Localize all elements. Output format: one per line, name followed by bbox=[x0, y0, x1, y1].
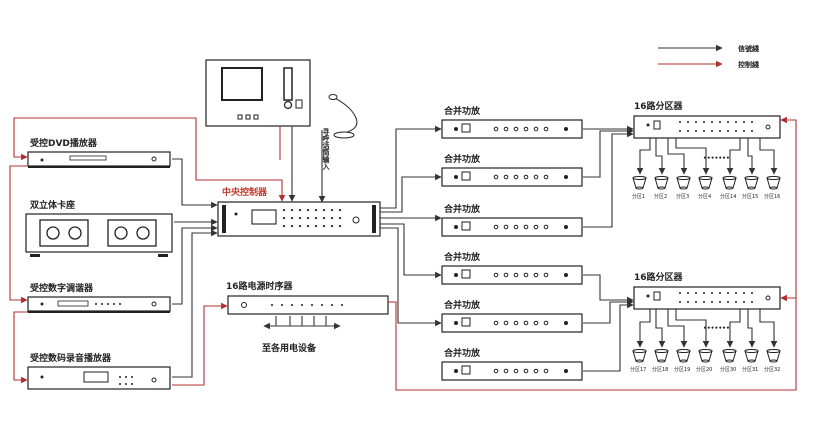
dvd-label: 受控DVD播放器 bbox=[30, 137, 98, 149]
amp-4: 合并功放 bbox=[441, 251, 583, 285]
amp-3-label: 合并功放 bbox=[444, 203, 481, 215]
controller-label: 中央控制器 bbox=[222, 186, 268, 198]
recorder-label: 受控数码录音播放器 bbox=[30, 352, 112, 364]
zone-label: 分区17 bbox=[630, 366, 646, 373]
speaker-icon bbox=[698, 349, 713, 363]
speaker-icon bbox=[676, 176, 691, 190]
amp-1: 合并功放 bbox=[441, 105, 583, 139]
ellipsis-top: ••••••• bbox=[703, 155, 730, 162]
sequencer-label: 16路电源时序器 bbox=[226, 280, 294, 292]
speakers-bottom: 分区17 分区18 分区19 分区20 分区30 分区31 分区32 •••••… bbox=[630, 325, 781, 373]
cassette-label: 双立体卡座 bbox=[30, 199, 75, 211]
sequencer-output-label: 至各用电设备 bbox=[262, 342, 317, 354]
amp-6: 合并功放 bbox=[441, 347, 583, 381]
speaker-icon bbox=[766, 349, 781, 363]
speaker-icon bbox=[744, 349, 759, 363]
zone-distributor-top: 16路分区器 bbox=[633, 100, 781, 139]
paging-microphone: 寻呼话筒输入 bbox=[318, 94, 358, 203]
zone-label: 分区4 bbox=[698, 193, 711, 200]
amp-2-label: 合并功放 bbox=[444, 153, 481, 165]
legend-control-label: 控制綫 bbox=[738, 60, 759, 69]
zone-dist-top-label: 16路分区器 bbox=[634, 100, 684, 112]
host-computer bbox=[205, 59, 311, 127]
amp-5: 合并功放 bbox=[441, 299, 583, 333]
legend: 信號綫 控制綫 bbox=[658, 44, 759, 69]
zone-dist-bottom-label: 16路分区器 bbox=[634, 271, 684, 283]
digital-recorder: 受控数码录音播放器 bbox=[27, 352, 171, 390]
zone-label: 分区2 bbox=[654, 193, 667, 200]
power-sequencer: 16路电源时序器 至各用电设备 bbox=[226, 280, 389, 354]
speaker-icon bbox=[676, 349, 691, 363]
tuner-label: 受控数字调谐器 bbox=[30, 282, 94, 294]
zone-label: 分区19 bbox=[674, 366, 690, 373]
speaker-icon bbox=[698, 176, 713, 190]
cassette-deck: 双立体卡座 bbox=[25, 199, 173, 257]
speaker-icon bbox=[632, 176, 647, 190]
amp-3: 合并功放 bbox=[441, 203, 583, 237]
zone-label: 分区20 bbox=[696, 366, 712, 373]
speakers-top: 分区1 分区2 分区3 分区4 分区14 分区15 分区16 ••••••• bbox=[632, 155, 781, 200]
amp-4-label: 合并功放 bbox=[444, 251, 481, 263]
zone-label: 分区30 bbox=[720, 366, 736, 373]
amp-6-label: 合并功放 bbox=[444, 347, 481, 359]
zone-label: 分区18 bbox=[652, 366, 668, 373]
speaker-icon bbox=[632, 349, 647, 363]
paging-mic-label: 寻呼话筒输入 bbox=[322, 127, 331, 171]
zone-label: 分区1 bbox=[632, 193, 645, 200]
central-controller: 中央控制器 bbox=[217, 186, 381, 237]
zone-label: 分区15 bbox=[742, 193, 758, 200]
speaker-icon bbox=[654, 176, 669, 190]
speaker-icon bbox=[654, 349, 669, 363]
zone-label: 分区31 bbox=[742, 366, 758, 373]
digital-tuner: 受控数字调谐器 bbox=[27, 282, 171, 313]
zone-distributor-bottom: 16路分区器 bbox=[633, 271, 781, 310]
speaker-icon bbox=[722, 176, 737, 190]
amp-2: 合并功放 bbox=[441, 153, 583, 187]
dvd-player: 受控DVD播放器 bbox=[27, 137, 171, 168]
ellipsis-bottom: ••••••• bbox=[703, 325, 730, 332]
speaker-icon bbox=[766, 176, 781, 190]
amp-5-label: 合并功放 bbox=[444, 299, 481, 311]
zone-label: 分区14 bbox=[720, 193, 736, 200]
speaker-icon bbox=[722, 349, 737, 363]
zone-label: 分区32 bbox=[764, 366, 780, 373]
control-lines bbox=[9, 116, 797, 391]
amp-1-label: 合并功放 bbox=[444, 105, 481, 117]
zone-label: 分区3 bbox=[676, 193, 689, 200]
legend-signal-label: 信號綫 bbox=[738, 44, 759, 53]
signal-lines bbox=[172, 125, 778, 378]
zone-label: 分区16 bbox=[764, 193, 780, 200]
speaker-icon bbox=[744, 176, 759, 190]
